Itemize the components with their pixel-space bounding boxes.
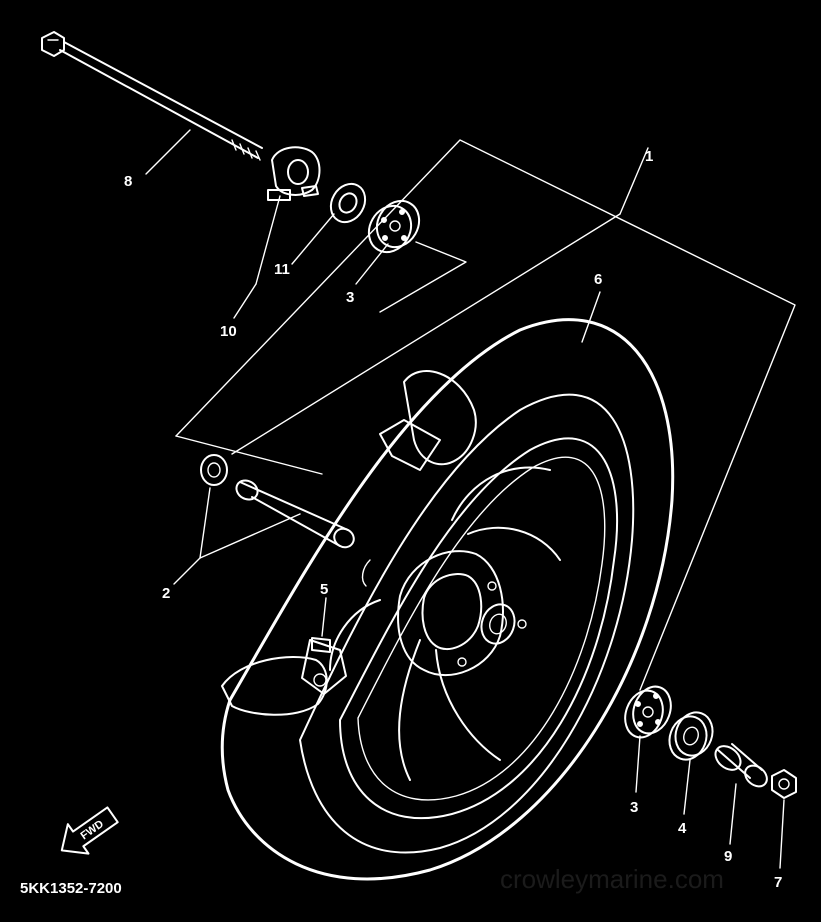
fwd-arrow-icon: FWD [60,806,119,855]
tire-valve [311,637,331,687]
callout-6: 6 [594,271,602,288]
callout-5: 5 [320,581,328,598]
callout-2: 2 [162,585,170,602]
axle-bolt [41,31,263,161]
axle-nut [771,769,797,799]
watermark-text: crowleymarine.com [500,864,724,894]
callout-11: 11 [274,261,290,278]
oil-seal [329,182,367,224]
speedometer-gear-unit [267,146,321,201]
wheel-and-tire [220,318,675,881]
callout-8: 8 [124,173,132,190]
leader-lines [145,129,785,869]
callout-7: 7 [774,874,782,891]
bracket-lines [175,139,796,691]
spacer-tube [235,479,355,549]
callout-4: 4 [678,820,687,837]
bearing-top [367,199,421,254]
callout-3-bottom: 3 [630,799,638,816]
callout-1: 1 [645,148,653,165]
oil-seal-bottom [668,711,714,761]
collar [200,454,228,486]
callout-9: 9 [724,848,732,865]
part-code: 5KK1352-7200 [20,880,122,897]
fwd-label: FWD [79,818,106,842]
bearing-bottom [624,685,672,739]
collar-bottom [714,743,768,788]
callout-10: 10 [220,323,237,340]
callout-3-top: 3 [346,289,354,306]
